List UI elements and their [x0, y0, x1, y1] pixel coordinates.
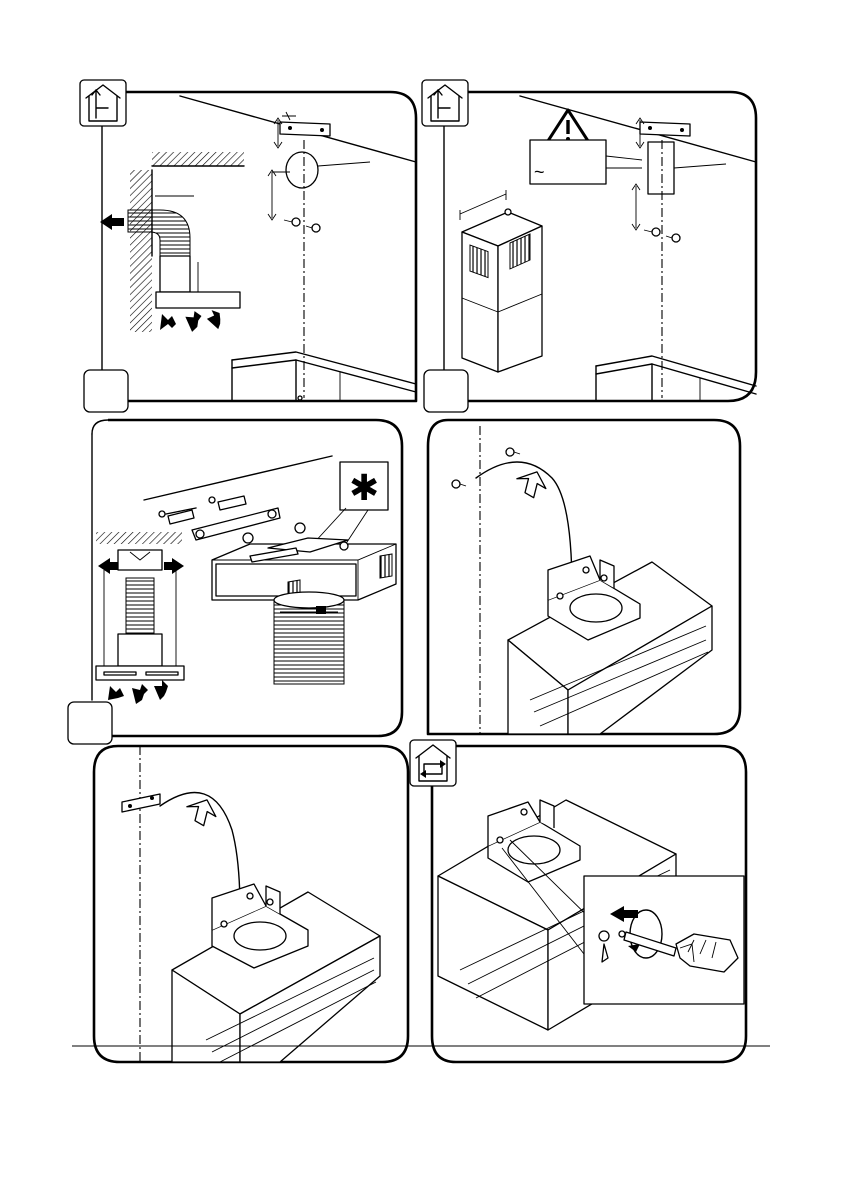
exhaust-arrow-icon	[100, 214, 124, 230]
callout-symbol: ✱	[349, 468, 379, 509]
chimney-outline-mark	[648, 142, 674, 194]
panel-3-step-box	[68, 702, 112, 744]
wall-cabinets	[596, 356, 756, 400]
rectangular-duct-adapter	[212, 523, 396, 602]
warning-note-text: ~	[534, 162, 545, 182]
screws-pair	[452, 448, 520, 488]
recirculation-house-icon	[410, 740, 456, 786]
ducted-house-icon	[422, 80, 468, 126]
intake-arrows-icon	[160, 308, 225, 333]
lift-arrow-icon	[183, 793, 221, 829]
hood-body	[508, 556, 712, 734]
panel-3: ✱	[68, 420, 402, 744]
panel-5	[94, 746, 408, 1062]
wall-hatch	[130, 170, 152, 332]
wall-bracket	[640, 122, 690, 136]
ceiling-hatch	[96, 532, 182, 544]
wall-bracket	[122, 794, 160, 812]
hood-body	[172, 884, 380, 1062]
panel-1	[80, 80, 416, 412]
panel-1-step-box	[84, 370, 128, 412]
panel-2-step-box	[424, 370, 468, 412]
exhaust-arrow-right-icon	[164, 558, 184, 574]
flexible-duct	[274, 600, 344, 684]
vertical-duct	[126, 578, 154, 634]
exhaust-arrow-left-icon	[98, 558, 118, 574]
intake-arrows-icon	[108, 680, 168, 704]
wall-cabinets	[232, 352, 416, 400]
wall-bracket	[280, 112, 330, 136]
hood-side-view	[156, 292, 240, 308]
duct-outlet-circle	[286, 152, 318, 188]
ceiling-line	[144, 456, 332, 500]
panel-6	[410, 740, 746, 1062]
ceiling-hatch	[152, 152, 244, 166]
screws-pair	[284, 218, 320, 232]
warning-triangle-icon	[546, 110, 590, 144]
panel-2: ~	[422, 80, 756, 412]
ducted-house-icon	[80, 80, 126, 126]
lift-arrow-icon	[513, 465, 551, 501]
panel-4	[428, 420, 740, 734]
telescopic-chimney	[460, 190, 542, 372]
